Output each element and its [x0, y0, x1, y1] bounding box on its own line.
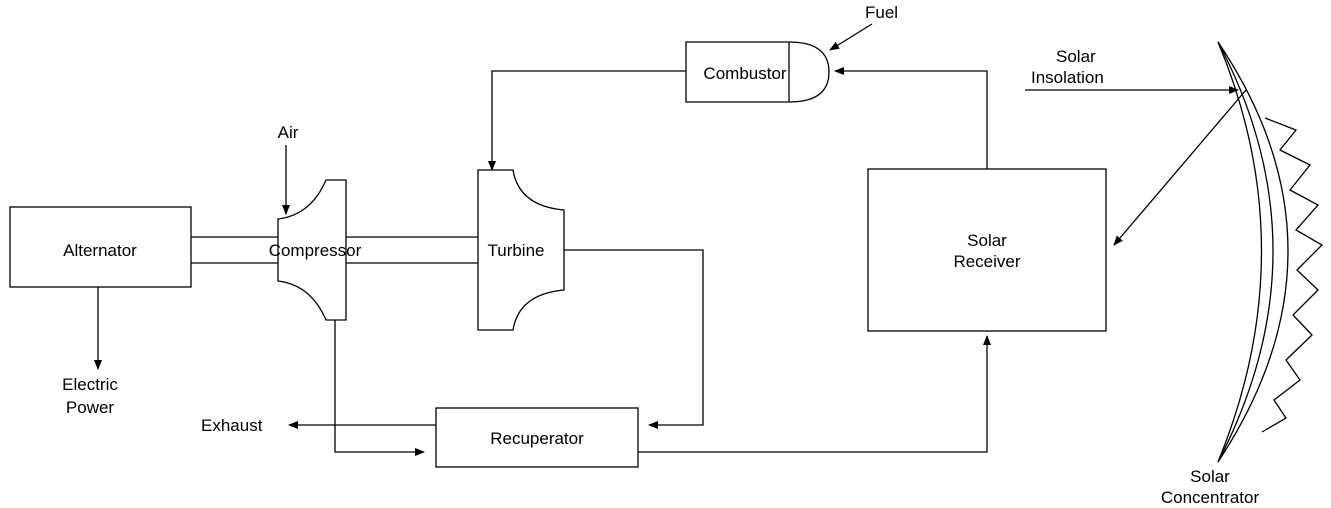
combustor-to-turbine-line: [488, 70, 686, 171]
reflected-radiation-arrow: [1113, 89, 1247, 246]
combustor-shape: [685, 41, 830, 103]
exhaust-label: Exhaust: [201, 416, 263, 435]
electric-power-label-line1: Electric: [62, 375, 118, 394]
solar-insolation-label-line2: Insolation: [1031, 68, 1104, 87]
combustor-label: Combustor: [703, 64, 786, 83]
solar-concentrator: [1217, 41, 1324, 463]
electric-power-label-line2: Power: [66, 398, 115, 417]
compressor-shape: [277, 179, 347, 321]
air-label: Air: [278, 123, 299, 142]
recuperator-box: [435, 407, 639, 468]
fuel-arrow: [829, 23, 873, 51]
recuperator-to-receiver-line: [638, 335, 991, 453]
compressor-to-recuperator-line: [334, 320, 425, 456]
fuel-label: Fuel: [865, 3, 898, 22]
solar-receiver-label-line2: Receiver: [953, 252, 1020, 271]
solar-insolation-label-line1: Solar: [1056, 47, 1096, 66]
recuperator-label: Recuperator: [490, 429, 584, 448]
solar-receiver-label-line1: Solar: [967, 231, 1007, 250]
turbine-label: Turbine: [487, 241, 544, 260]
solar-concentrator-label-line2: Concentrator: [1161, 488, 1260, 507]
compressor-label: Compressor: [269, 241, 362, 260]
alternator-box: [9, 206, 192, 288]
solar-receiver-box: [867, 168, 1107, 332]
turbine-shape: [477, 169, 565, 331]
receiver-to-combustor-line: [834, 67, 988, 169]
solar-concentrator-label-line1: Solar: [1190, 467, 1230, 486]
turbine-to-recuperator-line: [564, 249, 704, 429]
alternator-label: Alternator: [63, 241, 137, 260]
